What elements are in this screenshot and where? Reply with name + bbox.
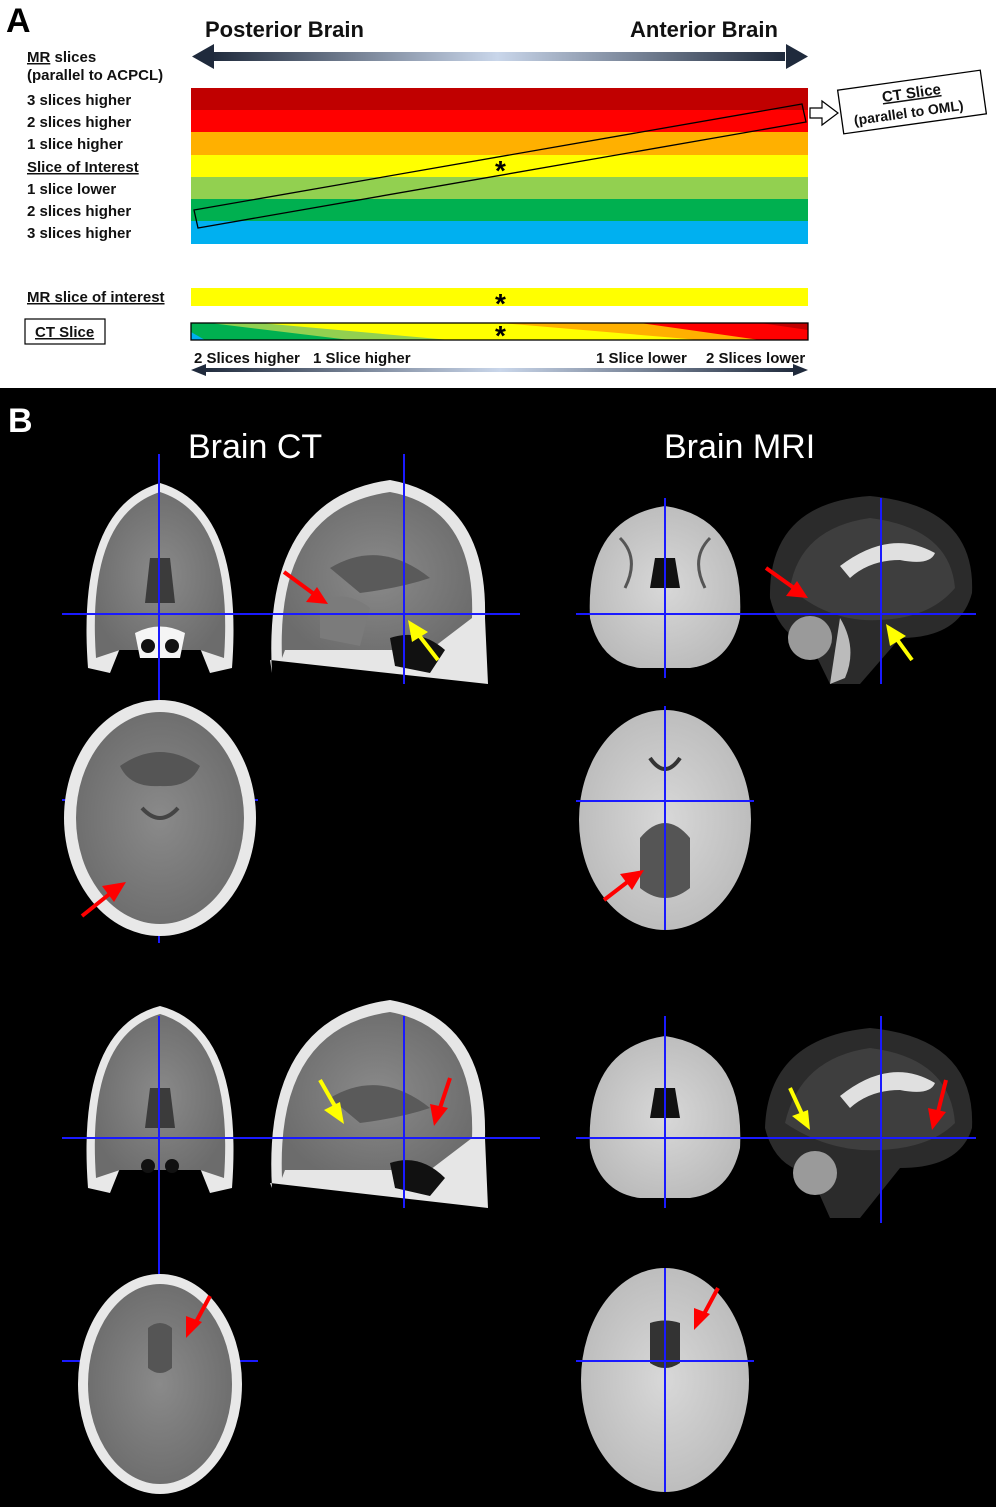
mri-crosshair-1 bbox=[576, 498, 976, 684]
red-arrow-icon bbox=[694, 1287, 720, 1330]
mri-sagittal-1 bbox=[769, 496, 973, 684]
red-arrow-icon bbox=[764, 566, 808, 598]
band-3-lower bbox=[191, 221, 808, 244]
row-label-4: Slice of Interest bbox=[27, 159, 139, 176]
posterior-anterior-arrow bbox=[192, 44, 808, 69]
title-brain-mri: Brain MRI bbox=[664, 428, 815, 466]
panel-a-letter: A bbox=[6, 2, 31, 40]
mr-slices-header: MR slices bbox=[27, 49, 96, 66]
bottom-label-2-higher: 2 Slices higher bbox=[194, 350, 300, 367]
band-3-higher bbox=[191, 88, 808, 110]
mr-interest-star: * bbox=[495, 288, 506, 319]
slice-interest-star: * bbox=[495, 155, 506, 186]
ct-slice-star: * bbox=[495, 320, 506, 351]
band-1-lower bbox=[191, 177, 808, 199]
red-arrow-icon bbox=[80, 882, 126, 918]
slice-diagram: A Posterior Brain Anterior Brain MR slic… bbox=[6, 2, 988, 376]
mr-slices-subheader: (parallel to ACPCL) bbox=[27, 67, 163, 84]
ct-slice-label-box bbox=[24, 318, 106, 345]
panel-b-letter: B bbox=[8, 402, 33, 440]
yellow-arrow-icon bbox=[788, 1087, 810, 1130]
title-brain-ct: Brain CT bbox=[188, 428, 322, 466]
red-arrow-icon bbox=[928, 1079, 948, 1130]
oblique-ct-slice bbox=[193, 103, 807, 229]
panel-a: A Posterior Brain Anterior Brain MR slic… bbox=[0, 0, 996, 388]
band-1-higher bbox=[191, 132, 808, 155]
mri-crosshair-2 bbox=[576, 1016, 976, 1223]
row-label-5: 1 slice lower bbox=[27, 181, 116, 198]
ct-slice-bar bbox=[190, 322, 809, 341]
mri-sagittal-2 bbox=[765, 1028, 973, 1218]
row-label-1: 3 slices higher bbox=[27, 92, 131, 109]
band-interest bbox=[191, 155, 808, 177]
panel-b: B Brain CT Brain MRI bbox=[0, 388, 996, 1507]
ct-slice-box: CT Slice (parallel to OML) bbox=[836, 69, 988, 135]
bottom-label-2-lower: 2 Slices lower bbox=[706, 350, 805, 367]
row-label-6: 2 slices higher bbox=[27, 203, 131, 220]
brain-images: B Brain CT Brain MRI bbox=[8, 402, 976, 1494]
red-arrow-icon bbox=[282, 570, 328, 604]
posterior-label: Posterior Brain bbox=[205, 17, 364, 42]
red-arrow-icon bbox=[430, 1077, 452, 1126]
ct-pointer-arrow bbox=[809, 99, 839, 127]
bottom-label-1-higher: 1 Slice higher bbox=[313, 350, 411, 367]
yellow-arrow-icon bbox=[318, 1079, 344, 1124]
row-label-7: 3 slices higher bbox=[27, 225, 131, 242]
red-arrow-icon bbox=[186, 1295, 212, 1338]
ct-sagittal-1 bbox=[270, 480, 488, 684]
row-label-3: 1 slice higher bbox=[27, 136, 123, 153]
red-arrow-icon bbox=[602, 870, 644, 902]
yellow-arrow-icon bbox=[408, 620, 440, 662]
mr-interest-bar bbox=[191, 288, 808, 306]
anterior-label: Anterior Brain bbox=[630, 17, 778, 42]
bottom-label-1-lower: 1 Slice lower bbox=[596, 350, 687, 367]
yellow-arrow-icon bbox=[886, 624, 914, 662]
mr-interest-label: MR slice of interest bbox=[27, 289, 165, 306]
band-2-higher bbox=[191, 110, 808, 132]
bottom-axis-arrow bbox=[191, 364, 808, 376]
mri-crosshair-axial-1 bbox=[576, 706, 754, 930]
band-2-lower bbox=[191, 199, 808, 221]
row-label-2: 2 slices higher bbox=[27, 114, 131, 131]
ct-sagittal-2 bbox=[270, 1000, 488, 1208]
mr-slice-bands bbox=[191, 88, 808, 244]
mri-crosshair-axial-2 bbox=[576, 1268, 754, 1492]
ct-axial-1 bbox=[64, 700, 256, 936]
ct-slice-label: CT Slice bbox=[35, 324, 94, 341]
ct-axial-2 bbox=[78, 1274, 242, 1494]
